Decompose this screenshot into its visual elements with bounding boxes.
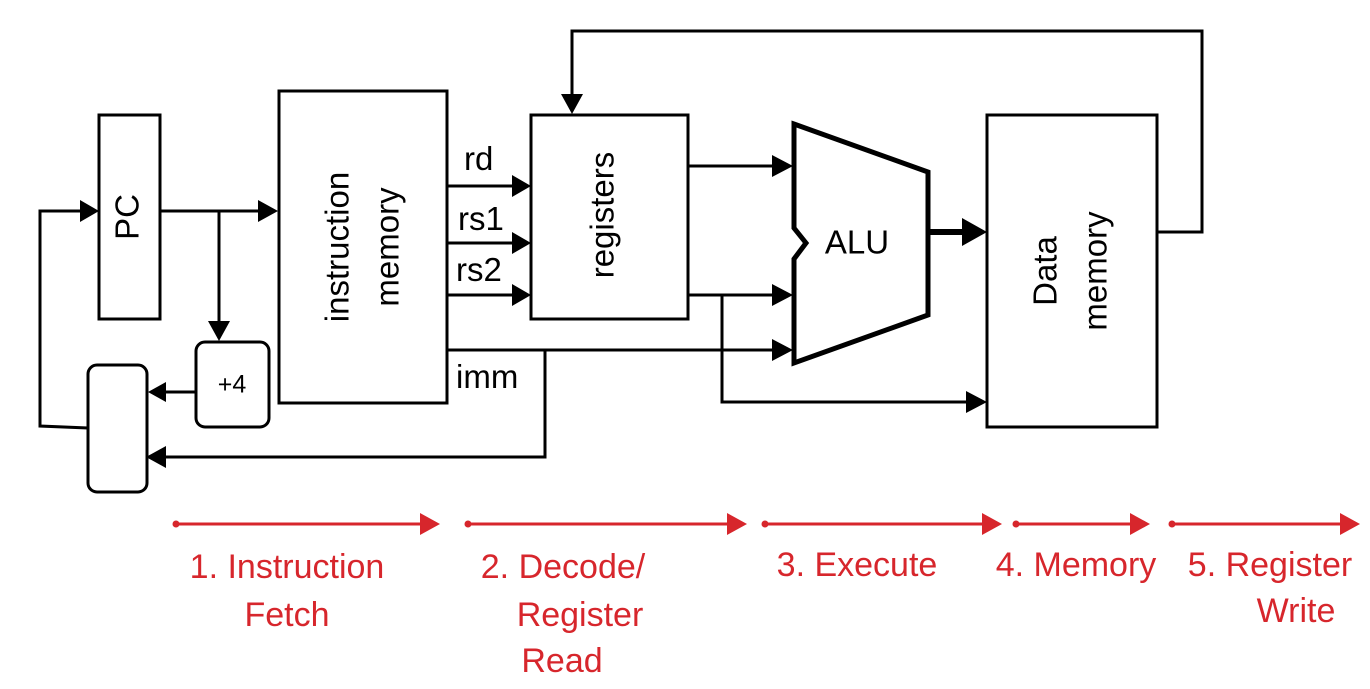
- stage-2-arrowhead: [727, 513, 747, 535]
- imm-label: imm: [456, 358, 518, 395]
- imm-to-mux-wire: [162, 350, 547, 459]
- data-memory-label-line1: Data: [1027, 236, 1064, 306]
- alu: ALU: [791, 120, 931, 367]
- mux-to-pc-arrowhead: [80, 200, 99, 222]
- alu-to-dmem-arrowhead: [962, 218, 987, 246]
- writeback-arrowhead: [561, 94, 583, 114]
- mux-to-pc-wire: [38, 209, 89, 430]
- alu-label: ALU: [825, 224, 889, 261]
- stage-1-label-line2: Fetch: [244, 596, 329, 634]
- reg-to-alu-b-arrowhead: [772, 284, 793, 306]
- rs2-arrowhead: [512, 284, 531, 306]
- stage-3-arrowhead: [982, 513, 1002, 535]
- pc-mux: [86, 363, 149, 494]
- imm-to-mux-arrowhead: [146, 446, 166, 468]
- reg-to-dmem-arrowhead: [966, 391, 987, 413]
- stage-4-label: 4. Memory: [996, 546, 1157, 584]
- stage-3-label: 3. Execute: [777, 546, 938, 584]
- stage-2-label-line3: Read: [521, 642, 602, 680]
- rd-label: rd: [464, 140, 493, 177]
- instruction-memory: instruction memory: [277, 89, 449, 405]
- pc-register: PC: [97, 113, 162, 321]
- register-file: registers: [529, 113, 690, 321]
- data-memory: Data memory: [985, 113, 1159, 429]
- adder: +4: [194, 340, 271, 429]
- stage-5-arrowhead: [1340, 513, 1360, 535]
- pc-to-imem-arrowhead: [258, 200, 278, 222]
- stage-4-arrowhead: [1130, 513, 1150, 535]
- stage-1-label-line1: 1. Instruction: [190, 548, 385, 586]
- pc-label: PC: [109, 194, 146, 240]
- signal-labels: rd rs1 rs2 imm: [456, 140, 518, 395]
- stage-5-label-line1: 5. Register: [1188, 546, 1352, 584]
- stage-2-label-line2: Register: [517, 596, 644, 634]
- pc-to-adder-arrowhead: [208, 321, 230, 341]
- imm-to-alu-arrowhead: [772, 339, 793, 361]
- reg-to-dmem-wire: [720, 295, 970, 404]
- writeback-wire: [570, 29, 1204, 234]
- rs2-label: rs2: [456, 251, 502, 288]
- reg-to-alu-a-arrowhead: [772, 155, 793, 177]
- registers-label: registers: [584, 152, 621, 279]
- adder-label: +4: [218, 371, 247, 399]
- stage-1-arrowhead: [420, 513, 440, 535]
- wires: [38, 29, 1204, 468]
- data-memory-label-line2: memory: [1077, 211, 1114, 331]
- rs1-arrowhead: [512, 232, 531, 254]
- adder-to-mux-arrowhead: [148, 382, 166, 402]
- instruction-memory-label-line1: instruction: [319, 172, 356, 322]
- stage-annotations: 1. Instruction Fetch 2. Decode/ Register…: [172, 513, 1360, 680]
- rd-arrowhead: [512, 175, 531, 197]
- instruction-memory-label-line2: memory: [369, 187, 406, 307]
- rs1-label: rs1: [458, 200, 504, 237]
- alu-shape: [791, 120, 931, 367]
- stage-2-label-line1: 2. Decode/: [481, 548, 646, 586]
- stage-5-label-line2: Write: [1257, 592, 1336, 630]
